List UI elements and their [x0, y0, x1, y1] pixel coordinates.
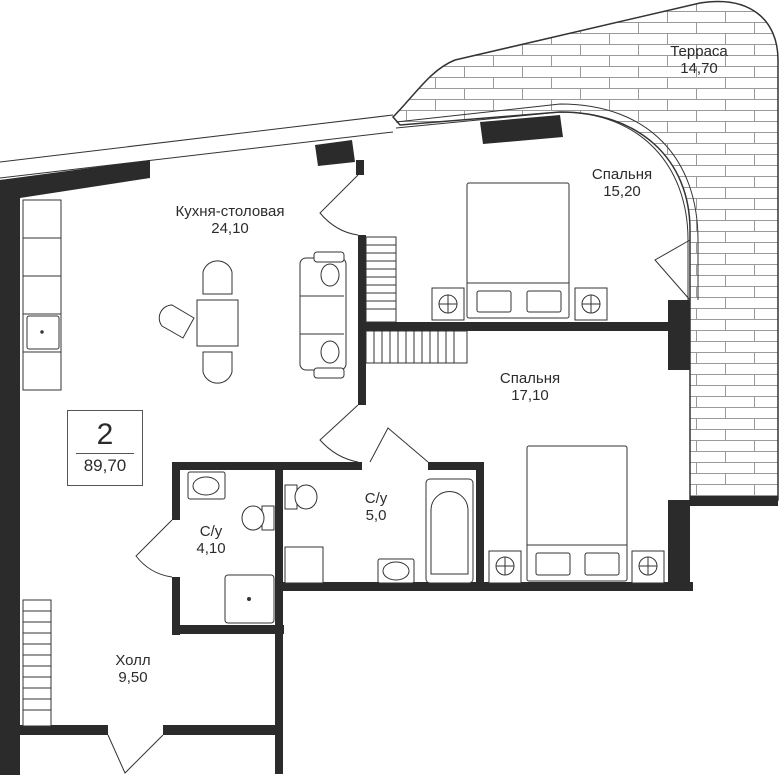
room-label-bedroom-2: Спальня 17,10	[500, 370, 560, 404]
bathroom-fixtures	[187, 471, 474, 624]
room-area: 9,50	[118, 669, 148, 686]
room-name: Кухня-столовая	[175, 203, 285, 220]
room-label-bedroom-1: Спальня 15,20	[592, 166, 652, 200]
room-area: 17,10	[511, 387, 549, 404]
room-area: 4,10	[196, 540, 226, 557]
room-label-kitchen: Кухня-столовая 24,10	[176, 203, 285, 237]
total-area: 89,70	[83, 456, 127, 475]
room-area: 15,20	[603, 183, 641, 200]
doors	[107, 174, 691, 774]
room-label-bathroom-1: С/у 4,10	[196, 523, 225, 557]
room-name: Спальня	[499, 370, 561, 387]
room-label-terrace: Терраса 14,70	[670, 43, 728, 77]
room-label-bathroom-2: С/у 5,0	[365, 490, 388, 524]
room-name: Терраса	[670, 43, 728, 60]
badge-divider	[76, 453, 134, 454]
room-label-hall: Холл 9,50	[115, 652, 150, 686]
room-area: 5,0	[365, 507, 387, 524]
room-name: Холл	[115, 652, 151, 669]
room-name: С/у	[199, 523, 223, 540]
room-name: Спальня	[591, 166, 653, 183]
room-area: 14,70	[680, 60, 718, 77]
room-area: 24,10	[211, 220, 249, 237]
apartment-summary-badge: 2 89,70	[67, 410, 143, 486]
terrace-area	[391, 0, 779, 501]
facade-lines	[0, 103, 699, 300]
room-name: С/у	[364, 490, 388, 507]
dining-set	[158, 260, 239, 384]
bed-1	[431, 182, 608, 321]
hatch-lines	[23, 244, 455, 711]
stairs-hatch	[22, 236, 468, 727]
walls	[0, 115, 778, 775]
rooms-count: 2	[96, 418, 114, 451]
bed-2	[488, 445, 665, 584]
sofa	[299, 251, 347, 379]
kitchen-counter	[22, 199, 62, 391]
